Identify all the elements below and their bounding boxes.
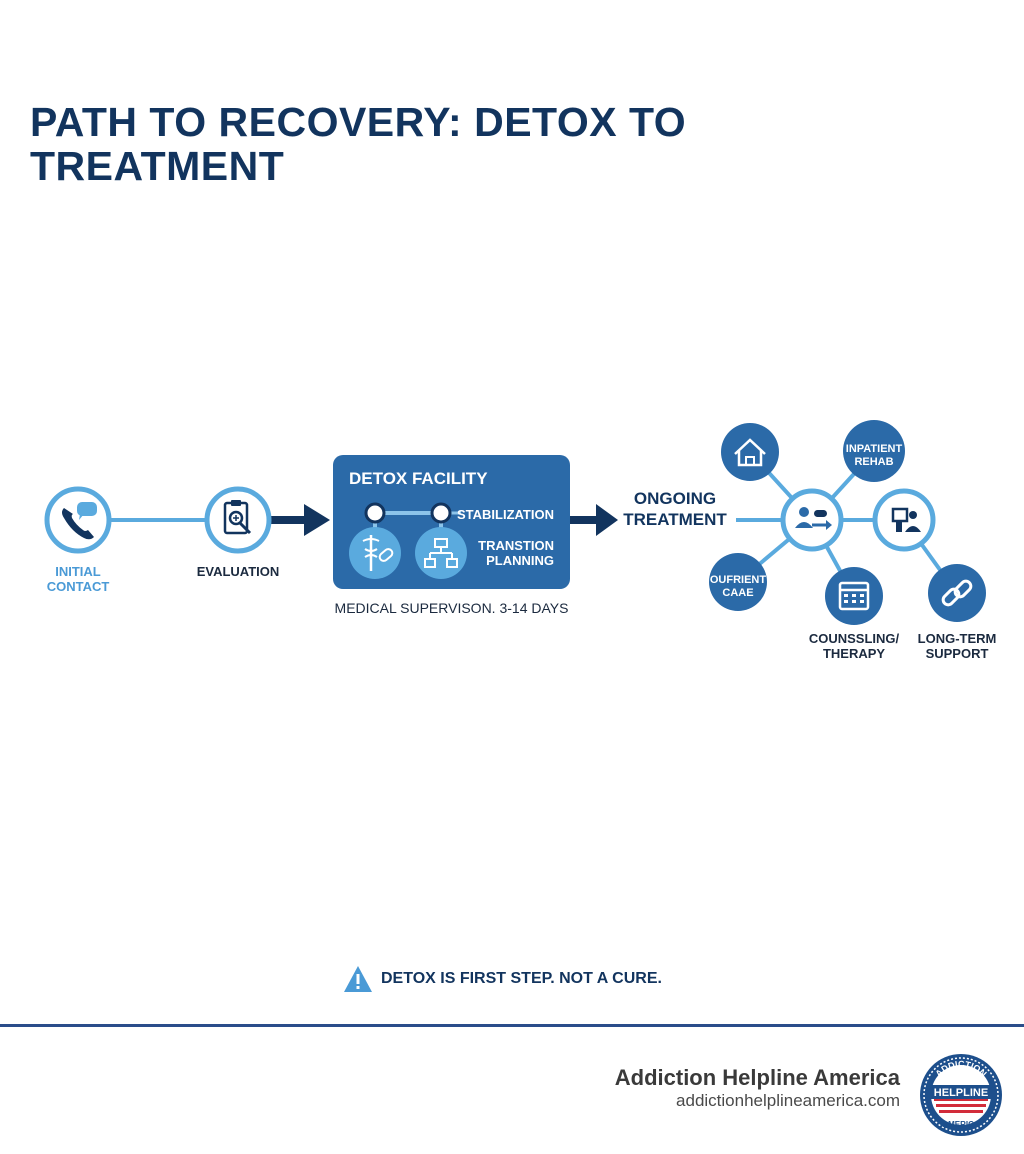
hierarchy-icon <box>415 527 467 579</box>
footer-divider <box>0 1024 1024 1027</box>
detox-facility-title: DETOX FACILITY <box>349 469 488 488</box>
logo-mid-text: HELPLINE <box>934 1087 988 1099</box>
warning-text: DETOX IS FIRST STEP. NOT A CURE. <box>381 970 662 987</box>
flow-diagram <box>44 420 986 625</box>
brand-name: Addiction Helpline America <box>614 1065 900 1090</box>
initial-contact-label: INITIAL CONTACT <box>46 564 110 594</box>
helpline-seal-logo: ADDICTION HELPLINE AMERICA <box>920 1054 1002 1136</box>
medical-caduceus-icon <box>349 527 401 579</box>
calendar-icon <box>825 567 883 625</box>
outpatient-care-label: OUFRIENT CAAE <box>709 574 767 599</box>
treatment-hub-icon <box>780 488 844 552</box>
counseling-therapy-label: COUNSSLING/ THERAPY <box>808 631 900 661</box>
brand-url[interactable]: addictionhelplineamerica.com <box>676 1091 900 1110</box>
long-term-support-label: LONG-TERM SUPPORT <box>917 631 997 661</box>
home-icon <box>721 423 779 481</box>
transition-planning-label: TRANSTION PLANNING <box>478 538 554 568</box>
evaluation-label: EVALUATION <box>196 564 280 579</box>
detox-steps-graphic <box>349 502 467 579</box>
arrow-to-detox <box>304 504 330 536</box>
clipboard-search-icon <box>204 486 272 554</box>
chain-link-icon <box>928 564 986 622</box>
page-title: PATH TO RECOVERY: DETOX TO TREATMENT <box>30 99 687 189</box>
inpatient-rehab-node <box>843 420 905 482</box>
group-therapy-icon <box>872 488 936 552</box>
detox-facility-box: DETOX FACILITY STABILIZATION TRANSTION P… <box>333 455 570 589</box>
warning-icon <box>344 966 372 992</box>
inpatient-rehab-label: INPATIENT REHAB <box>845 443 903 468</box>
medical-supervision-label: MEDICAL SUPERVISON. 3-14 DAYS <box>334 600 569 616</box>
arrow-to-ongoing <box>596 504 618 536</box>
ongoing-treatment-label: ONGOING TREATMENT <box>623 489 727 529</box>
warning-note: DETOX IS FIRST STEP. NOT A CURE. <box>343 965 662 993</box>
outpatient-care-node <box>709 553 767 611</box>
logo-bottom-text: AMERICA <box>942 1120 980 1129</box>
stabilization-label: STABILIZATION <box>456 507 554 522</box>
phone-chat-icon <box>44 486 112 554</box>
